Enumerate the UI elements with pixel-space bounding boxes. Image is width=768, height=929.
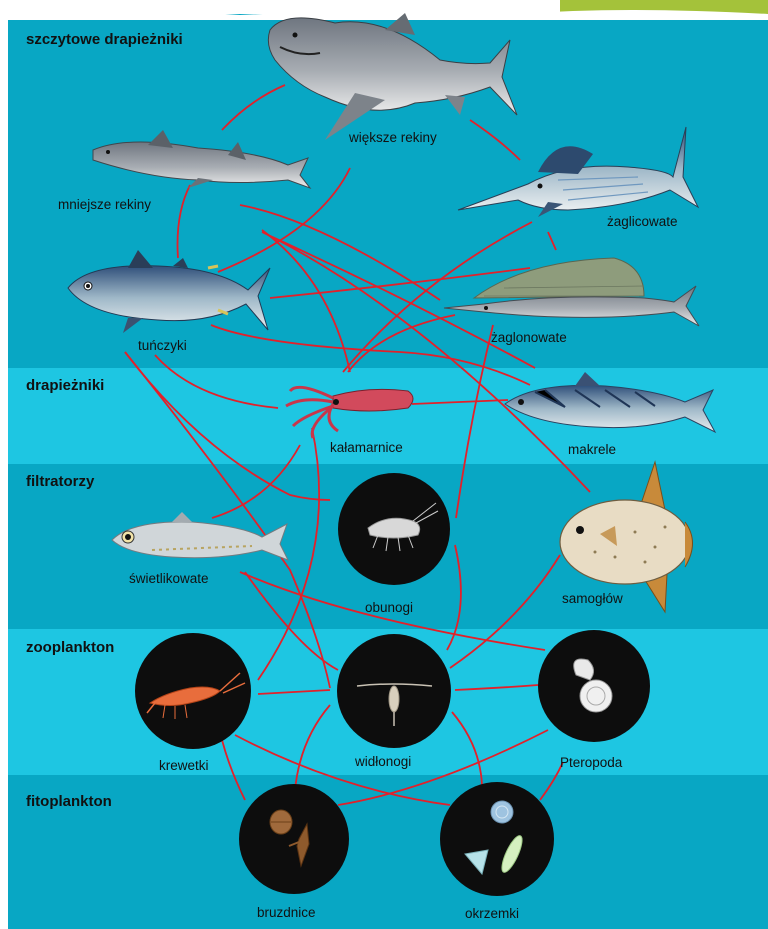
node-label: mniejsze rekiny [58, 197, 151, 212]
node-label: żaglicowate [607, 214, 678, 229]
node-label: samogłów [562, 591, 623, 606]
node-label: widłonogi [354, 754, 411, 769]
node-label: obunogi [365, 600, 413, 615]
band-label-filter-feeders: filtratorzy [26, 473, 95, 490]
band-label-apex: szczytowe drapieżniki [26, 31, 183, 48]
band-label-zooplankton: zooplankton [26, 639, 114, 656]
node-label: okrzemki [465, 906, 519, 921]
node-label: kałamarnice [330, 440, 403, 455]
band-label-phytoplankton: fitoplankton [26, 793, 112, 810]
node-label: większe rekiny [348, 130, 437, 145]
node-label: makrele [568, 442, 616, 457]
node-label: tuńczyki [138, 338, 187, 353]
node-label: krewetki [159, 758, 209, 773]
node-label: świetlikowate [129, 571, 209, 586]
node-circle [440, 782, 554, 896]
band-label-predators: drapieżniki [26, 377, 104, 394]
node-label: żaglonowate [491, 330, 567, 345]
band-phytoplankton [8, 775, 768, 929]
node-circle [239, 784, 349, 894]
node-label: Pteropoda [560, 755, 623, 770]
node-label: bruzdnice [257, 905, 316, 920]
